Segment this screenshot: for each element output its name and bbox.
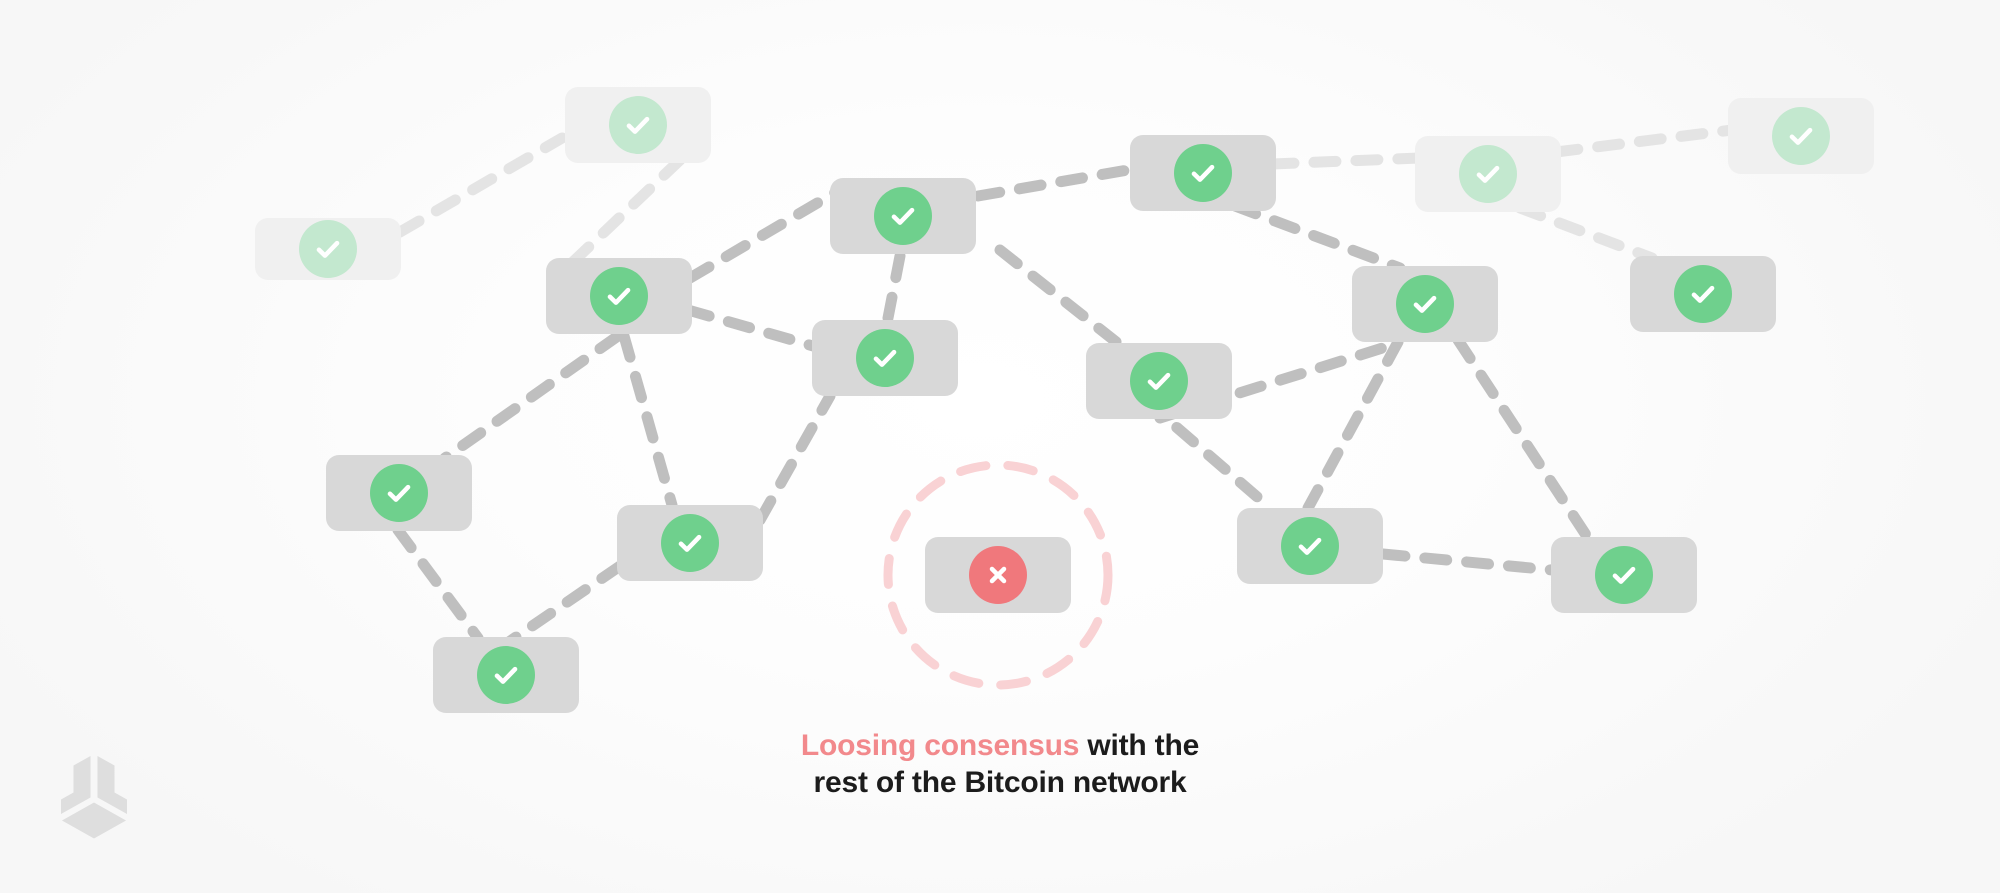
cube-logo-watermark: [61, 756, 127, 839]
edge-n13-n14: [494, 560, 626, 654]
check-icon: [477, 646, 535, 704]
network-node-valid[interactable]: [830, 178, 976, 254]
network-node-valid[interactable]: [565, 87, 711, 163]
network-node-valid[interactable]: [1415, 136, 1561, 212]
check-icon: [1396, 275, 1454, 333]
network-node-valid[interactable]: [1237, 508, 1383, 584]
network-node-valid[interactable]: [1130, 135, 1276, 211]
caption-highlight: Loosing consensus: [800, 729, 1080, 762]
edge-n3-n13: [618, 330, 678, 511]
network-node-valid[interactable]: [1551, 537, 1697, 613]
check-icon: [856, 329, 914, 387]
check-icon: [1174, 144, 1232, 202]
edge-n4-n5: [882, 250, 906, 324]
edge-n15-n16: [1377, 548, 1558, 576]
edge-n3-n4: [684, 186, 842, 284]
network-node-valid[interactable]: [1352, 266, 1498, 342]
check-icon: [1281, 517, 1339, 575]
edge-n3-n5v: [682, 304, 826, 354]
network-node-valid[interactable]: [1630, 256, 1776, 332]
check-icon: [609, 96, 667, 154]
network-node-valid[interactable]: [326, 455, 472, 531]
network-node-valid[interactable]: [812, 320, 958, 396]
x-icon: [969, 546, 1027, 604]
check-icon: [1459, 145, 1517, 203]
edge-n4-n7: [994, 244, 1126, 351]
network-node-valid[interactable]: [546, 258, 692, 334]
caption-line-2: rest of the Bitcoin network: [813, 765, 1187, 799]
edge-n5-n15: [1139, 394, 1276, 514]
check-icon: [1595, 546, 1653, 604]
edge-n6-n10: [1229, 200, 1406, 274]
edge-n13-n5v: [754, 390, 836, 526]
check-icon: [370, 464, 428, 522]
edge-n8-n9: [1550, 124, 1738, 158]
network-node-valid[interactable]: [1728, 98, 1874, 174]
caption-line-1: Loosing consensus with the: [0, 728, 2000, 765]
edge-n6-n8: [1266, 152, 1426, 170]
check-icon: [1674, 265, 1732, 323]
network-node-valid[interactable]: [1086, 343, 1232, 419]
edge-n10-n15: [1302, 336, 1404, 514]
edge-n10-n16: [1452, 334, 1594, 544]
check-icon: [874, 187, 932, 245]
check-icon: [299, 220, 357, 278]
caption-text: Loosing consensus with the rest of the B…: [0, 728, 2000, 801]
edge-n4-n6: [972, 164, 1134, 202]
failed-node-alert-ring: [883, 460, 1113, 690]
network-node-valid[interactable]: [255, 218, 401, 280]
network-node-valid[interactable]: [433, 637, 579, 713]
check-icon: [661, 514, 719, 572]
network-node-failed[interactable]: [925, 537, 1071, 613]
check-icon: [1772, 107, 1830, 165]
edge-group-main: [392, 164, 1594, 654]
check-icon: [1130, 352, 1188, 410]
caption-line-1-rest: with the: [1079, 729, 1200, 762]
edge-n8-n11: [1514, 202, 1658, 264]
edge-n12-n14: [392, 524, 484, 644]
edge-n3-n12: [439, 330, 624, 464]
check-icon: [590, 267, 648, 325]
network-node-valid[interactable]: [617, 505, 763, 581]
edge-n1-n2: [394, 132, 568, 238]
